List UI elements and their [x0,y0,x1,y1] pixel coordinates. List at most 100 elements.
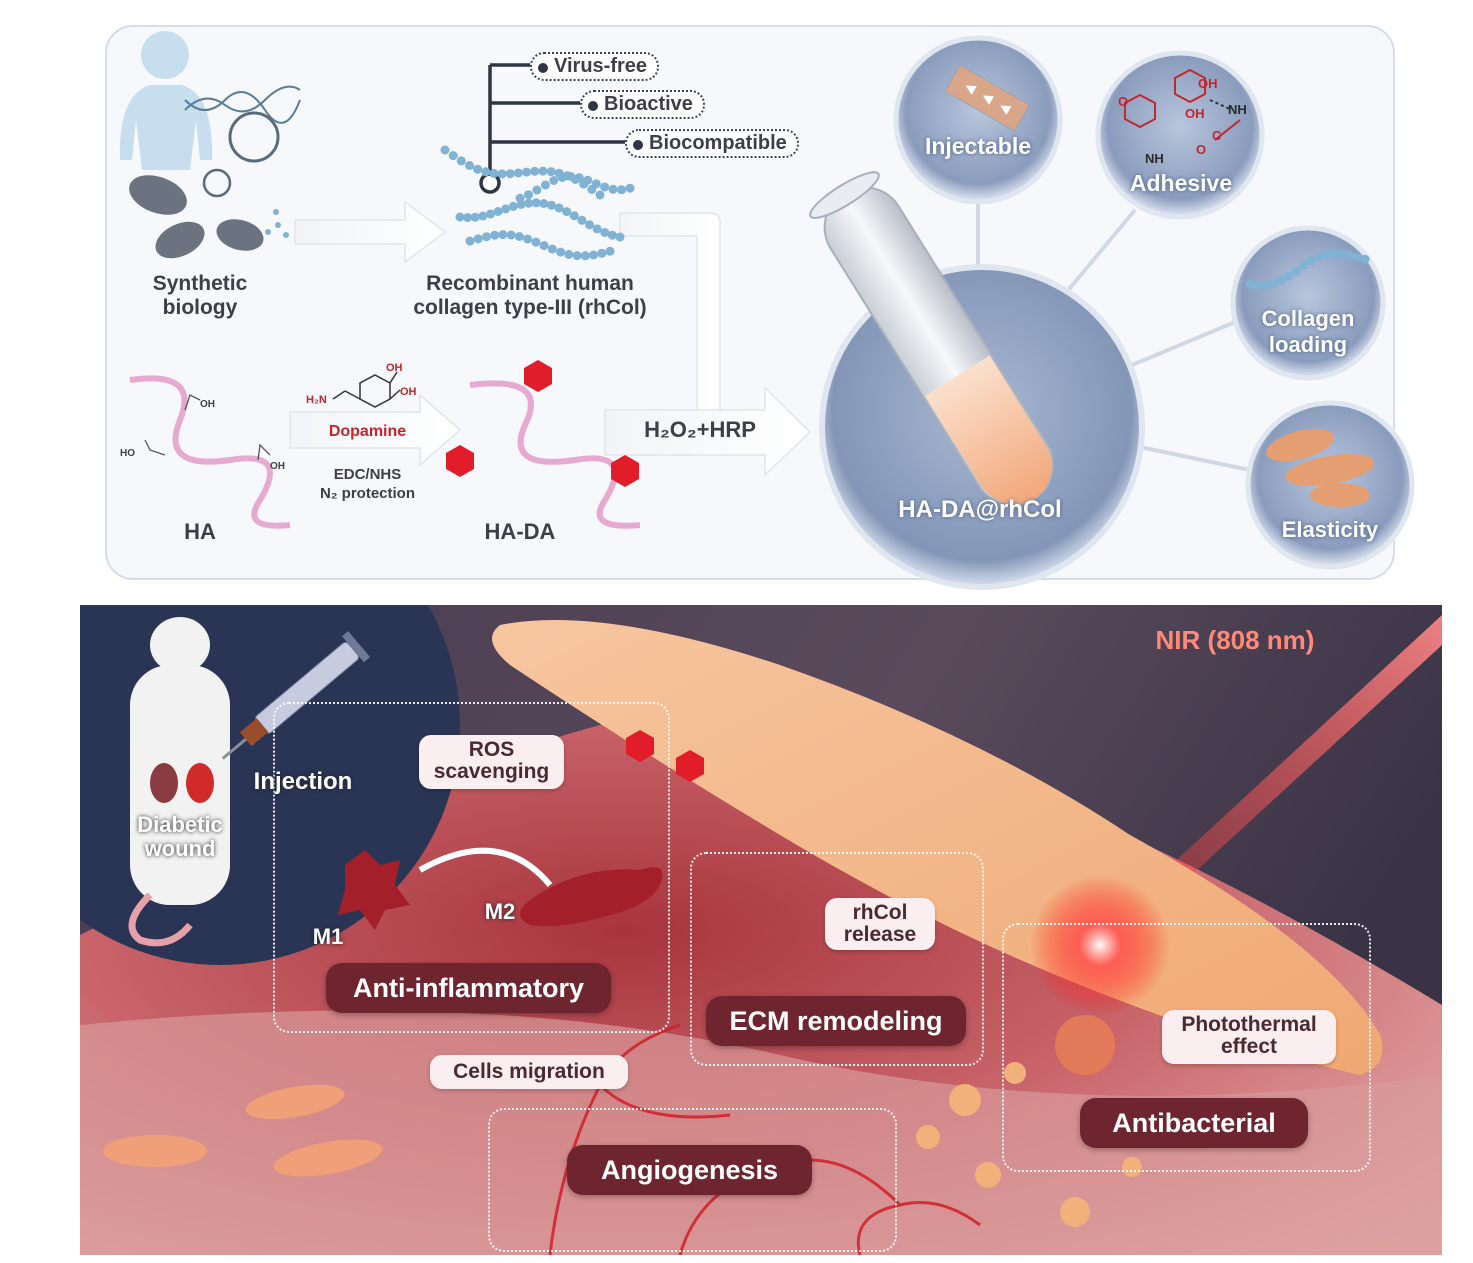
collagen-bead [547,244,557,254]
collagen-bead [1260,280,1270,290]
top-illustration [119,31,1415,590]
adhesive-oh1: OH [1198,76,1218,91]
ho-label: HO [120,448,135,459]
collagen-bead [513,168,523,178]
photothermal-flare [1030,875,1170,1015]
collagen-bead [1322,249,1332,259]
collagen-bead [1306,256,1316,266]
collagen-bead [554,203,564,213]
migrating-cells [103,1084,383,1177]
collagen-bead [473,164,483,174]
collagen-bead [470,212,480,222]
collagen-bead [540,180,550,190]
collagen-bead [523,234,533,244]
m1-label: M1 [312,924,344,949]
antibacterial-tag: Antibacterial [1080,1098,1308,1148]
adhesive-o2: O [1196,142,1207,157]
oh-label-2: OH [400,386,417,398]
collagen-loading-label: Collagen loading [1261,306,1355,357]
bioactive-pill: Bioactive [580,90,705,119]
cooh-label-2: OH [270,461,285,472]
feature-connectors [976,200,1251,472]
collagen-bead [506,230,516,240]
catechol-hexagons [446,360,639,487]
collagen-bead [597,248,607,258]
nir-label: NIR (808 nm) [1155,625,1315,655]
collagen-bead [530,166,540,176]
dopamine-molecule [332,371,401,408]
collagen-bead [615,232,625,242]
collagen-bead [569,211,579,221]
arrow-collagen-down [619,212,721,411]
collagen-bead [539,241,549,251]
cells-migration-tag: Cells migration [430,1055,628,1089]
collagen-bead [557,173,567,182]
collagen-beads [440,145,1370,290]
collagen-bead [600,228,610,237]
m2-macrophage-icon [520,867,663,927]
collagen-bead [478,211,488,221]
hydrogel-label: HA-DA@rhCol [898,496,1062,523]
n2-protection-label: N₂ protection [320,485,415,502]
collagen-bead [505,169,515,179]
collagen-bead [592,224,602,234]
collagen-bead [572,251,582,261]
collagen-bead [497,169,507,179]
damaged-bacterium [1055,1015,1115,1075]
arrow-to-hada [289,393,462,467]
collagen-bead [1268,279,1278,289]
collagen-bead [585,220,594,230]
collagen-bead [549,176,559,185]
collagen-bead [498,230,508,240]
collagen-bead [1299,261,1309,271]
bacteria-icon [129,175,264,259]
antibacterial-box [1002,923,1371,1172]
collagen-bead [577,215,587,225]
collagen-bead [493,207,503,216]
collagen-bead [465,236,475,246]
collagen-bead [463,213,473,223]
collagen-bead [546,167,556,177]
collagen-bead [481,167,491,177]
collagen-bead [1360,254,1370,264]
adhesive-nh2: NH [1228,102,1247,117]
skin-layer [80,1010,1442,1255]
collagen-bead [532,185,542,195]
ros-catechol-hexagons [626,730,704,782]
collagen-bead [617,185,626,195]
collagen-bead [501,204,511,214]
biocompatible-pill: Biocompatible [625,129,799,158]
collagen-bead [583,175,593,185]
collagen-bead [486,209,495,219]
ha-chain [129,375,291,529]
collagen-bead [1345,250,1355,260]
collagen-bead [608,184,618,194]
ecm-remodeling-tag: ECM remodeling [706,996,966,1046]
collagen-bead [1245,279,1255,289]
polarization-arrow [418,847,553,887]
oh-label: OH [386,362,403,374]
m1-macrophage-icon [338,850,410,930]
hada-chain [469,380,641,529]
bottom-panel: NIR (808 nm) Injection Diabetic wound RO… [80,605,1442,1255]
collagen-bead [1329,248,1339,258]
collagen-bead [600,182,610,192]
collagen-bead [580,251,590,261]
collagen-bead [1352,252,1362,262]
anti-inflammatory-box [273,702,670,1033]
collagen-bead [456,156,466,166]
collagen-bead [564,249,574,259]
elastic-blobs [1265,428,1375,507]
synthetic-biology-label: Synthetic biology [152,272,248,319]
collagen-bead [1253,281,1263,290]
collagen-bead [514,232,524,241]
collagen-bead [489,168,499,178]
collagen-bead [1283,271,1293,281]
ros-scavenging-tag: ROS scavenging [419,735,564,789]
collagen-bead [566,172,576,181]
adhesive-chemistry [1124,68,1241,141]
bottom-illustration [80,605,1442,1255]
arrow-to-collagen [294,200,447,264]
collagen-bead [465,161,474,170]
adhesive-c: C [1212,128,1222,143]
